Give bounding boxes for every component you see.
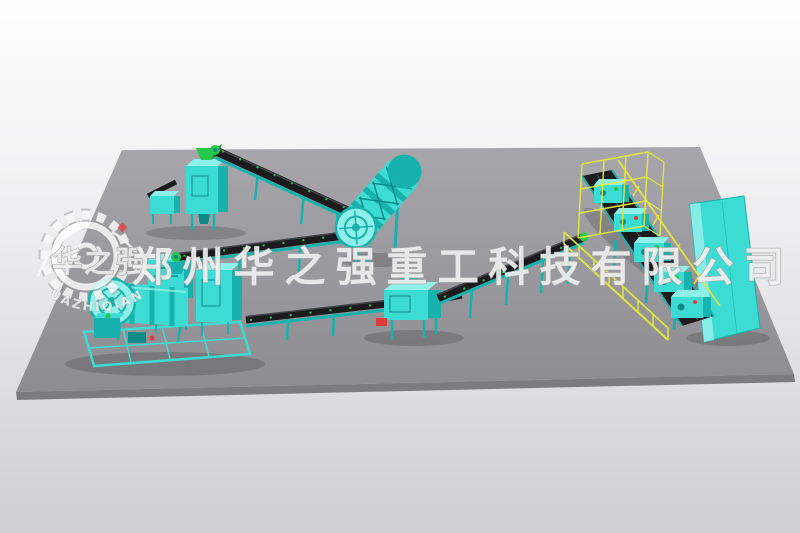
laurel-right-icon [111, 230, 152, 281]
packing-machine [376, 274, 463, 340]
guard-railing [563, 159, 721, 341]
feed-conveyor [210, 145, 354, 237]
transfer-conveyor [245, 299, 387, 341]
cooler-unit [654, 266, 692, 292]
guard-cage [577, 151, 665, 239]
cooling-line [563, 151, 761, 343]
cooler-unit [634, 237, 671, 262]
laurel-left-icon [36, 224, 87, 277]
cooler-unit [671, 290, 711, 318]
company-name-watermark: 郑州华之强重工科技有限公司 [132, 243, 795, 291]
logo-red-mark [117, 222, 128, 233]
outfeed-conveyor [436, 232, 589, 319]
return-conveyor [171, 230, 349, 279]
granulator-cluster [82, 254, 252, 368]
logo-cn-text: 华之强 [52, 245, 148, 280]
drive-motor-icon [128, 332, 146, 343]
cooler-units [594, 179, 711, 318]
rotary-screen [334, 154, 422, 265]
crusher-unit [146, 144, 228, 230]
motor-icon [376, 318, 387, 326]
